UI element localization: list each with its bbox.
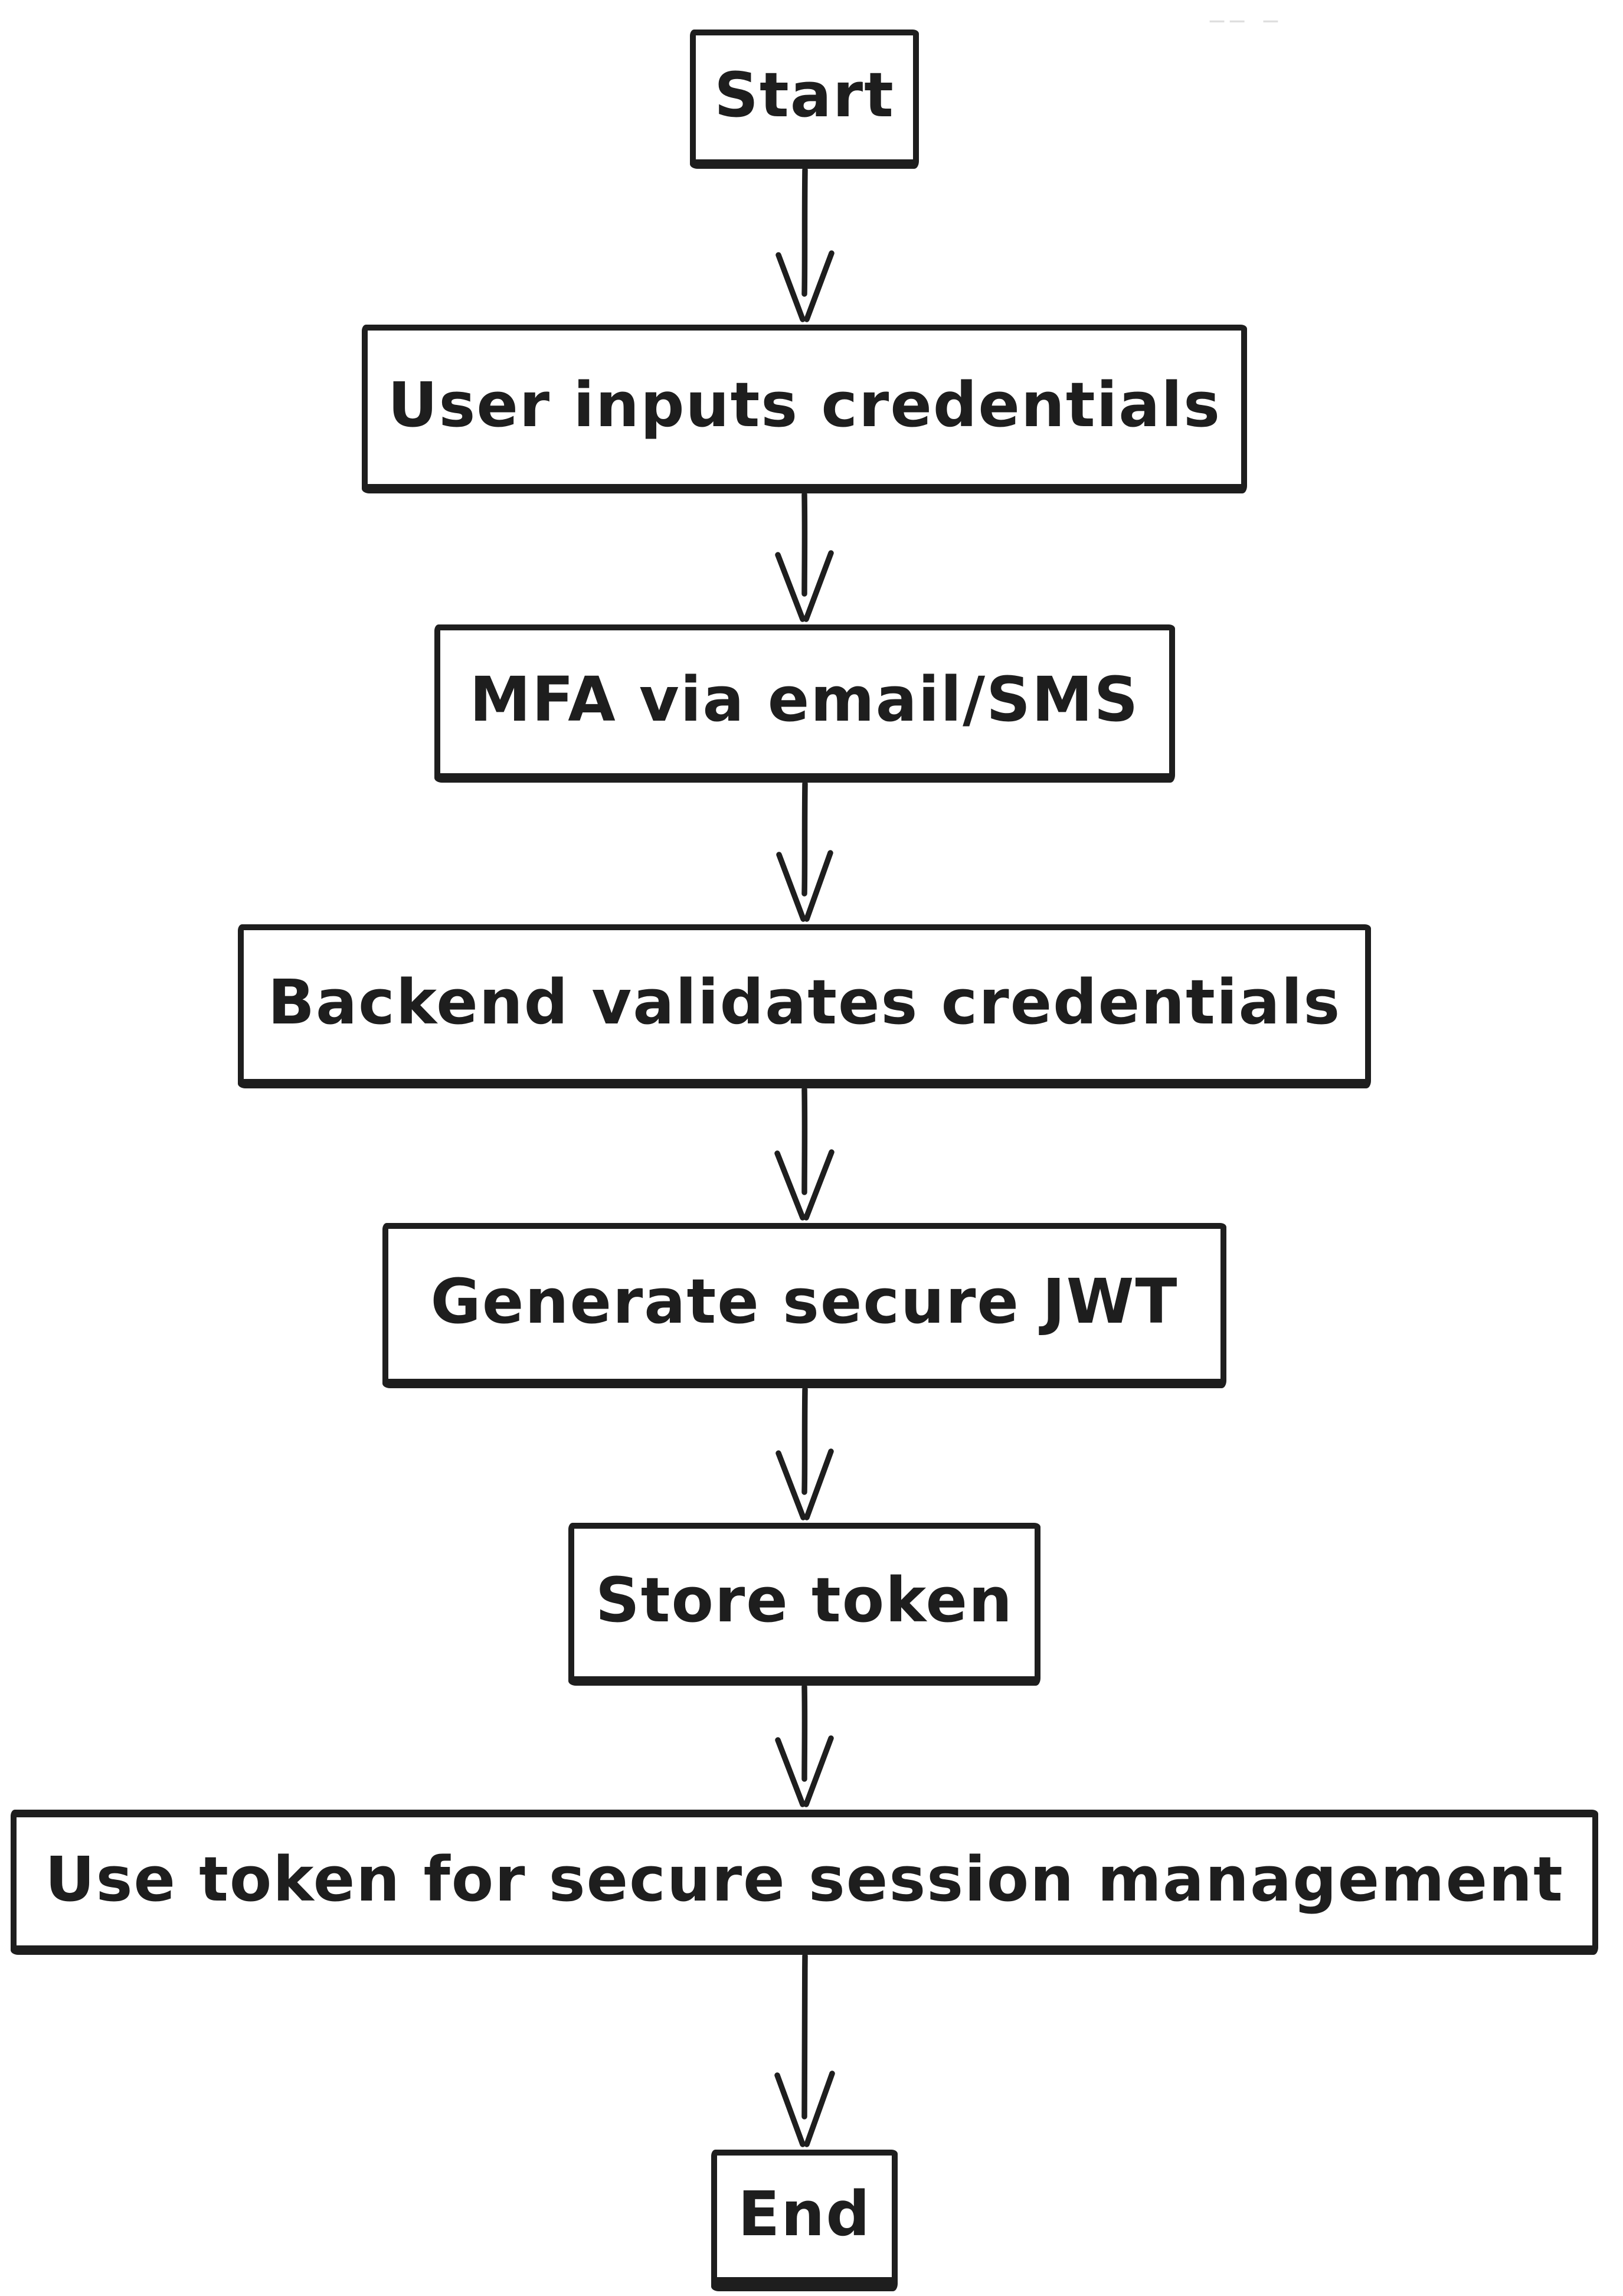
node-generate-secure-jwt: Generate secure JWT — [382, 1223, 1226, 1388]
node-start: Start — [690, 30, 919, 169]
node-use-token-secure-session-label: Use token for secure session management — [45, 1843, 1564, 1915]
flow-arrow-start-to-credentials — [775, 169, 835, 322]
node-user-inputs-credentials: User inputs credentials — [362, 325, 1247, 493]
flow-arrow-credentials-to-mfa — [775, 493, 834, 622]
node-start-label: Start — [714, 59, 895, 131]
node-store-token-label: Store token — [595, 1564, 1014, 1636]
flow-arrow-session-to-end — [774, 1955, 835, 2147]
node-generate-secure-jwt-label: Generate secure JWT — [430, 1265, 1179, 1337]
flow-arrow-jwt-to-store — [775, 1388, 834, 1520]
flow-arrow-mfa-to-validate — [776, 783, 833, 922]
flow-arrow-validate-to-jwt — [774, 1088, 835, 1221]
node-end-label: End — [738, 2178, 871, 2250]
node-end: End — [711, 2150, 898, 2291]
node-store-token: Store token — [568, 1523, 1040, 1686]
node-user-inputs-credentials-label: User inputs credentials — [388, 369, 1221, 441]
node-backend-validates-credentials-label: Backend validates credentials — [267, 966, 1341, 1038]
flow-arrow-store-to-session — [775, 1686, 834, 1807]
node-mfa-via-email-sms: MFA via email/SMS — [434, 624, 1175, 783]
node-mfa-via-email-sms-label: MFA via email/SMS — [469, 663, 1140, 735]
node-backend-validates-credentials: Backend validates credentials — [238, 924, 1371, 1088]
node-use-token-secure-session: Use token for secure session management — [11, 1810, 1598, 1955]
